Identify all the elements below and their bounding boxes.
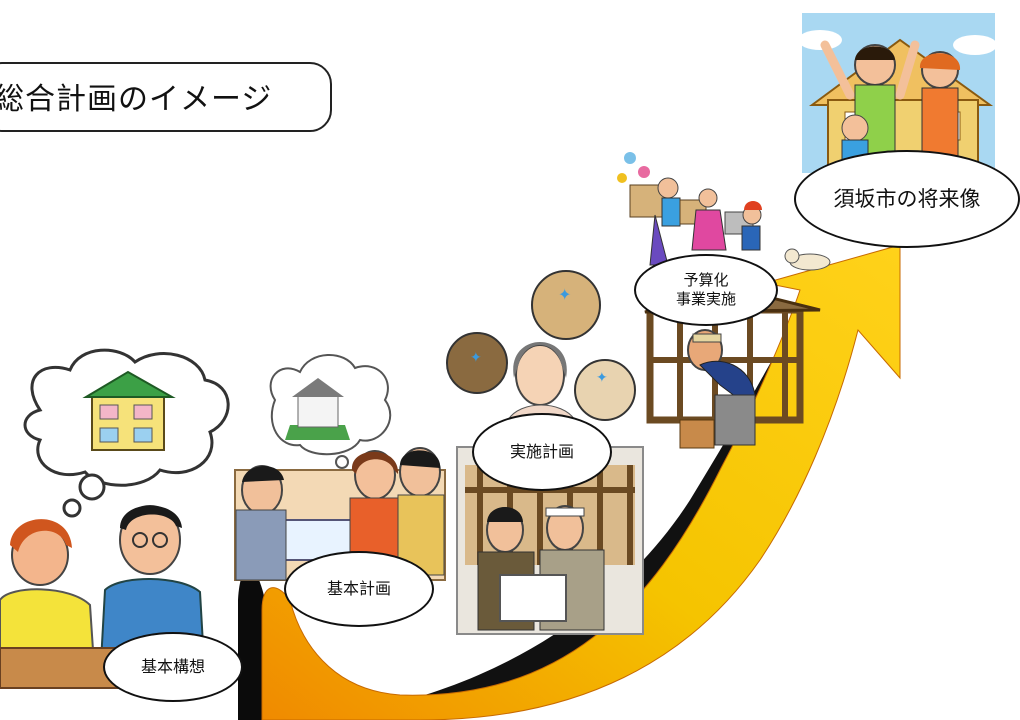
growth-arrow — [261, 244, 901, 720]
svg-text:✦: ✦ — [470, 350, 482, 366]
stage-label-kihon-keikaku: 基本計画 — [284, 551, 434, 627]
stage-label-jisshi-keikaku: 実施計画 — [472, 413, 612, 491]
diagram-title: 総合計画のイメージ — [0, 82, 273, 117]
svg-text:✦: ✦ — [596, 370, 608, 386]
stage-label-yosan-jigyo: 予算化 事業実施 — [634, 254, 778, 326]
stage-label-shorai-zo: 須坂市の将来像 — [794, 150, 1020, 248]
scene-meeting — [234, 354, 446, 581]
svg-text:✦: ✦ — [558, 285, 571, 304]
stage-label-kihon-koso: 基本構想 — [103, 632, 243, 702]
scene-happy-family — [798, 13, 997, 176]
title-frame — [0, 62, 332, 132]
